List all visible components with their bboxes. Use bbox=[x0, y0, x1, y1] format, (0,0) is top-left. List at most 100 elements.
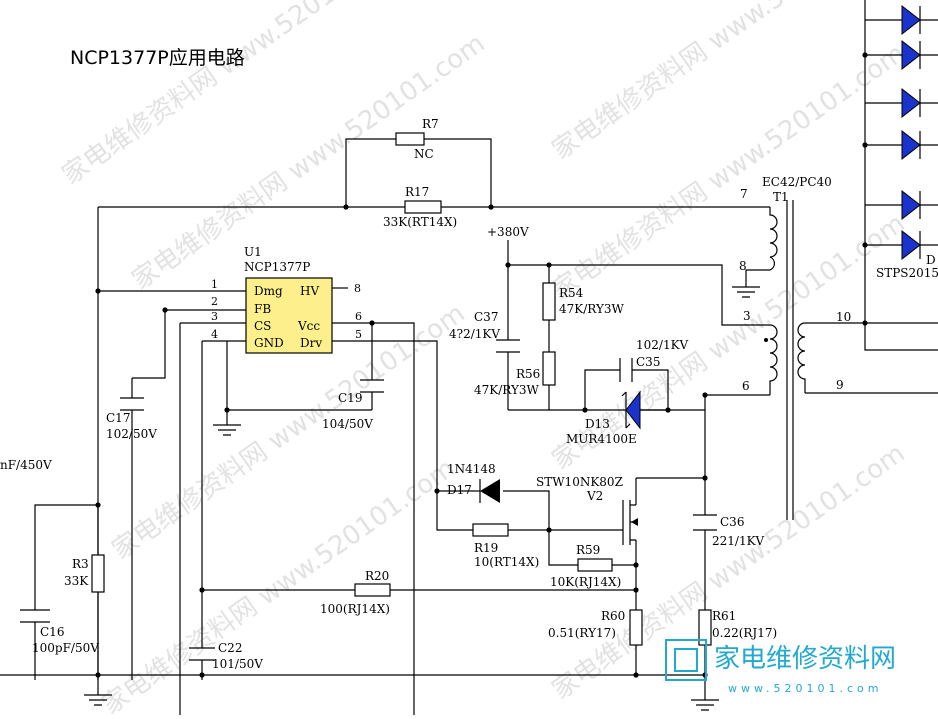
resistor-r54 bbox=[542, 282, 556, 321]
dout-label: D bbox=[926, 253, 936, 267]
diode-d17 bbox=[480, 479, 500, 503]
r60-value: 0.51(RY17) bbox=[548, 626, 616, 640]
t1-pin-6: 6 bbox=[742, 379, 750, 393]
ic-body bbox=[245, 277, 333, 354]
mosfet-v2: STW10NK80Z V2 bbox=[536, 475, 638, 545]
c17-value: 102/50V bbox=[106, 427, 157, 441]
r61-value: 0.22(RJ17) bbox=[712, 626, 777, 640]
r19-value: 10(RT14X) bbox=[474, 555, 539, 569]
r7-value: NC bbox=[414, 147, 434, 161]
diode-icon bbox=[901, 229, 921, 261]
capacitor-c22 bbox=[189, 640, 215, 661]
r17-value: 33K(RT14X) bbox=[383, 215, 457, 229]
d13-label: D13 bbox=[585, 417, 610, 431]
c36-value: 221/1KV bbox=[712, 534, 765, 548]
d17-value: 1N4148 bbox=[447, 462, 496, 476]
c22-value: 101/50V bbox=[212, 657, 263, 671]
dout-value: STPS2015 bbox=[876, 266, 938, 280]
diode-icon bbox=[901, 87, 921, 119]
r61-label: R61 bbox=[712, 609, 736, 623]
resistor-r17 bbox=[404, 200, 442, 214]
output-diodes bbox=[901, 4, 938, 261]
resistor-r56 bbox=[542, 351, 556, 386]
r56-value: 47K/RY3W bbox=[474, 383, 540, 397]
t1-pin-10: 10 bbox=[836, 310, 851, 324]
ic-pin-drv: Drv bbox=[300, 336, 322, 350]
r20-label: R20 bbox=[365, 569, 389, 583]
pin-number: 4 bbox=[211, 328, 218, 341]
resistor-r19 bbox=[472, 523, 509, 537]
t1-value: EC42/PC40 bbox=[762, 175, 832, 189]
resistor-r7 bbox=[395, 132, 425, 146]
watermark-text: 家电维修资料网 www.520101.com bbox=[97, 454, 461, 715]
resistors: R7 NC R17 33K(RT14X) R3 33K R20 100(RJ14… bbox=[64, 117, 777, 646]
ground-icon bbox=[213, 424, 241, 436]
c19-label: C19 bbox=[338, 391, 362, 405]
ic-pin-cs: CS bbox=[254, 319, 271, 333]
capacitor-c16 bbox=[20, 609, 50, 640]
capacitor-c19 bbox=[360, 379, 384, 393]
c19-value: 104/50V bbox=[322, 417, 373, 431]
pin-number: 6 bbox=[355, 310, 362, 323]
ground-icon bbox=[732, 286, 760, 298]
pin-number: 3 bbox=[211, 310, 218, 323]
ic-pin-dmg: Dmg bbox=[254, 284, 283, 298]
diode-d13 bbox=[625, 390, 641, 430]
c17-label: C17 bbox=[106, 411, 130, 425]
ic-pin-vcc: Vcc bbox=[297, 319, 320, 333]
r7-label: R7 bbox=[422, 117, 439, 131]
watermark-layer: 家电维修资料网 www.520101.com 家电维修资料网 www.52010… bbox=[57, 0, 911, 719]
logo-text: 家电维修资料网 bbox=[714, 644, 896, 674]
ground-icon bbox=[84, 694, 112, 706]
diode-icon bbox=[901, 189, 921, 221]
resistor-r20 bbox=[354, 583, 391, 597]
t1-pin-8: 8 bbox=[739, 259, 747, 273]
r56-label: R56 bbox=[516, 367, 540, 381]
ic-pin-hv: HV bbox=[300, 284, 319, 298]
diode-icon bbox=[901, 4, 921, 36]
pin-number: 1 bbox=[211, 278, 218, 291]
capacitor-c37 bbox=[496, 339, 520, 353]
left-cap-value: nF/450V bbox=[0, 458, 52, 472]
pin-number: 2 bbox=[211, 295, 218, 308]
ic-u1: U1 NCP1377P Dmg FB CS GND HV Vcc Drv 1 2… bbox=[211, 245, 362, 354]
ic-pin-gnd: GND bbox=[254, 336, 284, 350]
d17-label: D17 bbox=[447, 483, 472, 497]
r54-label: R54 bbox=[559, 286, 584, 300]
r20-value: 100(RJ14X) bbox=[320, 602, 390, 616]
resistor-r60 bbox=[629, 609, 643, 646]
resistor-r59 bbox=[577, 558, 613, 572]
site-logo: 家电维修资料网 www.520101.com bbox=[665, 639, 896, 695]
r3-label: R3 bbox=[72, 557, 89, 571]
r19-label: R19 bbox=[474, 541, 498, 555]
ground-symbols bbox=[84, 286, 760, 711]
pin-number: 5 bbox=[355, 328, 362, 341]
logo-url: www.520101.com bbox=[728, 682, 882, 695]
v2-value: STW10NK80Z bbox=[536, 475, 623, 489]
c16-value: 100pF/50V bbox=[32, 641, 99, 655]
resistor-r3 bbox=[91, 554, 105, 593]
c37-value: 4?2/1KV bbox=[449, 327, 500, 341]
r60-label: R60 bbox=[601, 609, 625, 623]
r59-value: 10K(RJ14X) bbox=[550, 575, 621, 589]
c35-value: 102/1KV bbox=[636, 338, 689, 352]
c16-label: C16 bbox=[40, 625, 64, 639]
watermark-text: 家电维修资料网 www.520101.com bbox=[57, 0, 421, 191]
ic-ref: U1 bbox=[244, 245, 262, 259]
transformer-t1: EC42/PC40 T1 7 8 3 6 10 9 bbox=[739, 175, 851, 520]
c37-label: C37 bbox=[474, 310, 498, 324]
capacitor-c17 bbox=[120, 397, 144, 411]
pin-number: 8 bbox=[354, 282, 361, 295]
capacitor-c36 bbox=[693, 514, 717, 531]
r54-value: 47K/RY3W bbox=[559, 302, 625, 316]
c22-label: C22 bbox=[218, 641, 242, 655]
ground-icon bbox=[691, 699, 719, 711]
diodes: 1N4148 D17 D13 MUR4100E D STPS2015 bbox=[447, 4, 938, 503]
hv-supply-label: +380V bbox=[487, 225, 529, 239]
diagram-title: NCP1377P应用电路 bbox=[70, 47, 245, 69]
capacitor-c35 bbox=[619, 358, 633, 382]
t1-pin-7: 7 bbox=[740, 187, 748, 201]
